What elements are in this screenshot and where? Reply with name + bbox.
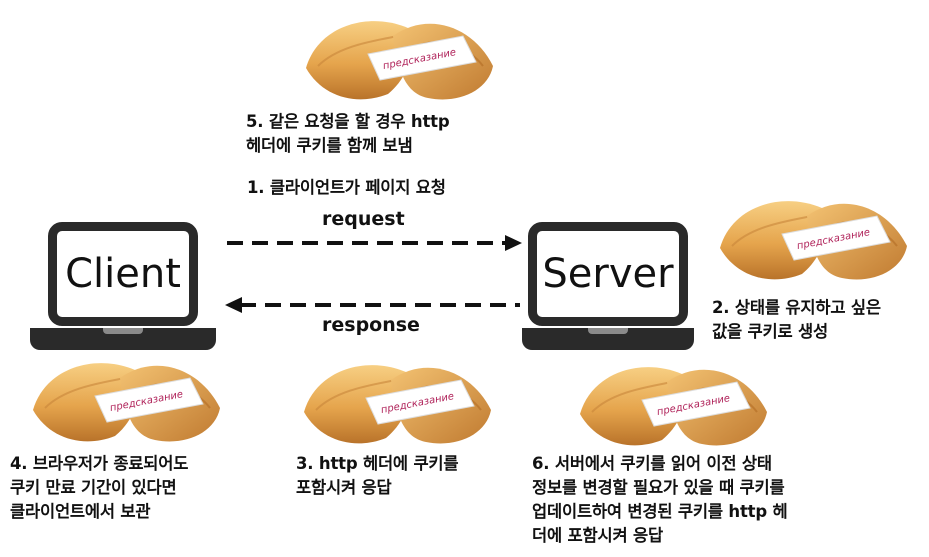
server-label: Server <box>542 251 674 297</box>
step-6-text: 6. 서버에서 쿠키를 읽어 이전 상태 정보를 변경할 필요가 있을 때 쿠키… <box>532 454 788 545</box>
step-5-text: 5. 같은 요청을 할 경우 http 헤더에 쿠키를 함께 보냄 <box>246 112 450 155</box>
request-label: request <box>322 208 405 230</box>
client-screen: Client <box>48 222 198 326</box>
response-arrow <box>225 297 520 313</box>
server-laptop-notch <box>588 328 628 334</box>
server-laptop-base <box>522 328 694 350</box>
client-laptop-notch <box>103 328 143 334</box>
step-4-text: 4. 브라우저가 종료되어도 쿠키 만료 기간이 있다면 클라이언트에서 보관 <box>10 454 189 521</box>
client-laptop-base <box>30 328 216 350</box>
fortune-cookie-server: предсказание <box>719 200 908 281</box>
fortune-cookie-bottom-right: предсказание <box>579 366 768 447</box>
step-3-text: 3. http 헤더에 쿠키를 포함시켜 응답 <box>296 454 459 497</box>
server-screen: Server <box>528 222 688 326</box>
fortune-cookie-middle: предсказание <box>303 364 492 445</box>
fortune-cookie-client: предсказание <box>32 362 221 443</box>
fortune-cookie-top: предсказание <box>305 20 494 101</box>
request-arrow <box>227 235 522 251</box>
step-2-text: 2. 상태를 유지하고 싶은 값을 쿠키로 생성 <box>712 298 881 341</box>
step-1-text: 1. 클라이언트가 페이지 요청 <box>247 178 446 197</box>
response-label: response <box>322 314 420 336</box>
client-label: Client <box>65 251 181 297</box>
